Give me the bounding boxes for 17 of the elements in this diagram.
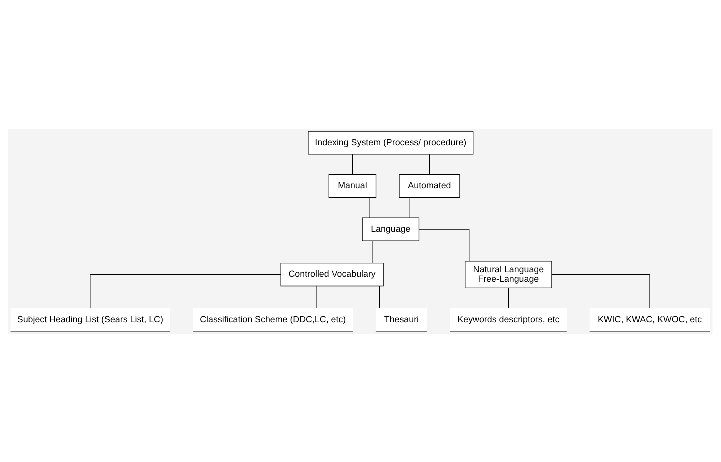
node-box: Language	[362, 217, 420, 241]
connector	[372, 240, 374, 263]
connector	[379, 286, 380, 308]
connector	[429, 154, 430, 174]
connector	[409, 197, 410, 218]
connector	[508, 288, 509, 308]
connector	[552, 274, 650, 308]
connector	[90, 274, 282, 308]
node-box: Indexing System (Process/ procedure)	[308, 130, 474, 154]
connector	[316, 286, 318, 308]
connector	[369, 197, 370, 218]
connector	[419, 228, 470, 262]
connector	[352, 154, 354, 174]
node-box: Manual	[328, 174, 377, 198]
node-box: Controlled Vocabulary	[280, 262, 384, 286]
node-box: Natural Language Free-Language	[465, 260, 552, 288]
node-box: Automated	[399, 174, 460, 198]
